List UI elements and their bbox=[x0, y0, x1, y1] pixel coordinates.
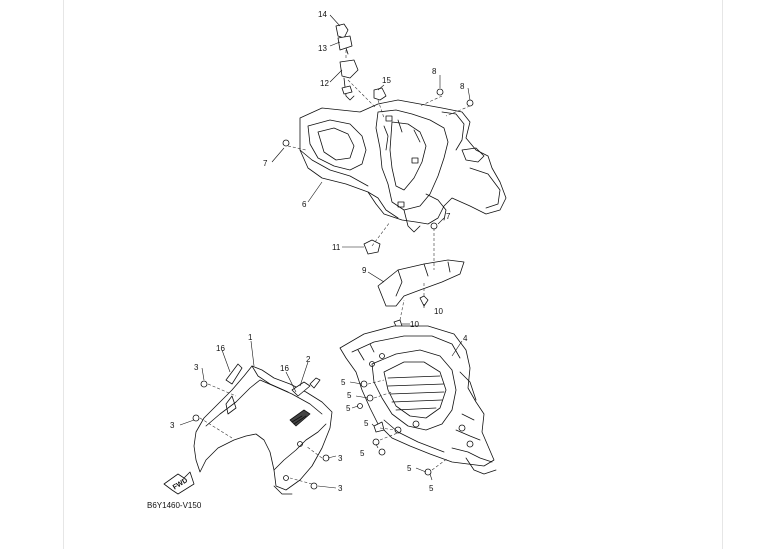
label-1: 1 bbox=[248, 333, 253, 342]
emblems-parts-16-2 bbox=[225, 363, 321, 397]
label-8-left: 8 bbox=[432, 67, 437, 76]
label-14: 14 bbox=[318, 10, 327, 19]
part-number-labels: 14 13 12 15 8 8 7 6 7 11 9 10 10 4 1 16 … bbox=[170, 10, 468, 493]
inner-fender-part-6 bbox=[299, 99, 507, 233]
leader-lines bbox=[179, 14, 471, 489]
label-5-g: 5 bbox=[429, 484, 434, 493]
label-5-f: 5 bbox=[407, 464, 412, 473]
label-3-mid: 3 bbox=[338, 454, 343, 463]
label-15: 15 bbox=[382, 76, 391, 85]
label-16-right: 16 bbox=[280, 364, 289, 373]
fwd-arrow-icon bbox=[163, 471, 195, 495]
grommet-part-11 bbox=[363, 239, 381, 255]
left-frame-line bbox=[63, 0, 64, 549]
front-fender-part-1 bbox=[193, 365, 333, 495]
label-13: 13 bbox=[318, 44, 327, 53]
label-12: 12 bbox=[320, 79, 329, 88]
latch-parts-12-15 bbox=[335, 23, 387, 101]
label-11: 11 bbox=[332, 243, 341, 252]
bracket-part-9 bbox=[377, 259, 465, 307]
label-5-d: 5 bbox=[364, 419, 369, 428]
label-9: 9 bbox=[362, 266, 367, 275]
label-3-bottom: 3 bbox=[338, 484, 343, 493]
label-5-c: 5 bbox=[346, 404, 351, 413]
label-10-left: 10 bbox=[410, 320, 419, 329]
label-6: 6 bbox=[302, 200, 307, 209]
label-10-right: 10 bbox=[434, 307, 443, 316]
label-7-upper: 7 bbox=[263, 159, 268, 168]
label-4: 4 bbox=[463, 334, 468, 343]
label-5-a: 5 bbox=[341, 378, 346, 387]
diagram-code: B6Y1460-V150 bbox=[147, 501, 202, 510]
label-5-e: 5 bbox=[360, 449, 365, 458]
dashed-alignment-lines bbox=[199, 50, 471, 485]
label-3-top: 3 bbox=[194, 363, 199, 372]
right-frame-line bbox=[722, 0, 723, 549]
label-8-right: 8 bbox=[460, 82, 465, 91]
screws-part-3 bbox=[192, 380, 330, 490]
screws-part-5 bbox=[357, 380, 432, 476]
label-3-left: 3 bbox=[170, 421, 175, 430]
label-5-b: 5 bbox=[347, 391, 352, 400]
inner-panel-part-4 bbox=[339, 325, 497, 475]
label-2: 2 bbox=[306, 355, 311, 364]
label-16-left: 16 bbox=[216, 344, 225, 353]
label-7-lower: 7 bbox=[446, 212, 451, 221]
